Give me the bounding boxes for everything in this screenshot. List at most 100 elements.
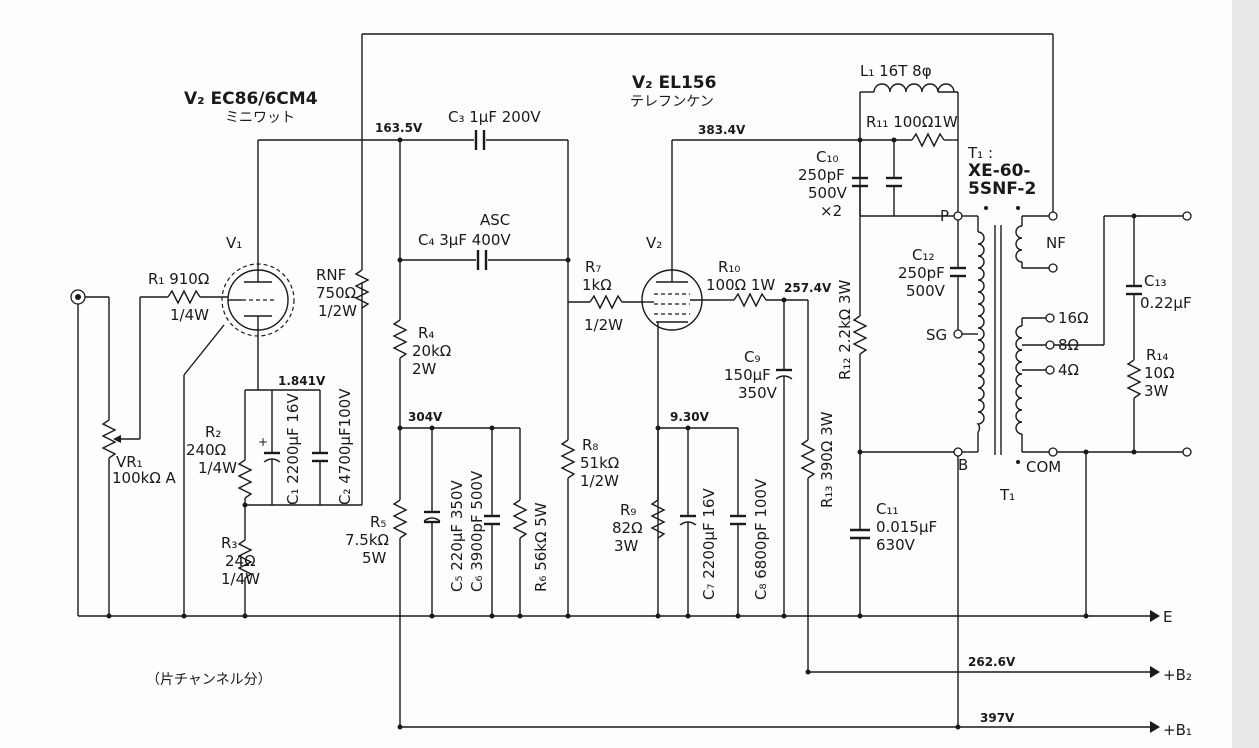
r8-resistor (560, 260, 576, 616)
rail-label-e: E (1163, 608, 1172, 626)
pin-4ohm: 4Ω (1058, 361, 1079, 379)
r14-watt: 3W (1144, 382, 1169, 400)
l1-r11-network (859, 83, 959, 216)
c5-label: C₅ 220μF 350V (448, 480, 466, 592)
t1-model-1: XE-60- (968, 161, 1031, 181)
rnf-label: RNF (316, 266, 346, 284)
vr1-value: 100kΩ A (112, 469, 177, 487)
pin-sg: SG (926, 326, 947, 344)
b-node-network (397, 425, 528, 616)
r11-label: R₁₁ 100Ω1W (866, 113, 958, 131)
asc-label: ASC (480, 211, 510, 229)
c4-capacitor (397, 250, 571, 270)
r4-value: 20kΩ (412, 342, 451, 360)
c10-label: C₁₀ (816, 148, 839, 166)
c12-volt: 500V (906, 282, 946, 300)
vr1-potentiometer (101, 297, 141, 616)
r2-watt: 1/4W (198, 459, 237, 477)
c11-value: 0.015μF (876, 518, 937, 536)
r3-watt: 1/4W (221, 570, 260, 588)
c6-label: C₆ 3900pF 500V (468, 470, 486, 592)
voltage-v2-plate: 383.4V (698, 123, 746, 137)
r14-value: 10Ω (1144, 364, 1175, 382)
b2-rail (808, 666, 1160, 678)
r12-label: R₁₂ 2.2kΩ 3W (836, 279, 854, 380)
l1-label: L₁ 16T 8φ (860, 62, 932, 80)
rnf-watt: 1/2W (318, 302, 357, 320)
r13-label: R₁₃ 390Ω 3W (818, 411, 836, 508)
shield-wire (183, 324, 225, 376)
r4-watt: 2W (412, 360, 437, 378)
r3-value: 24Ω (225, 552, 256, 570)
r7-label: R₇ (585, 258, 601, 276)
c13-value: 0.22μF (1140, 294, 1192, 312)
r8-value: 51kΩ (580, 454, 619, 472)
r1-resistor (140, 289, 228, 305)
c10-capacitors (852, 137, 958, 217)
voltage-b-node: 304V (408, 410, 443, 424)
r3-label: R₃ (221, 534, 237, 552)
input-jack (70, 289, 109, 616)
v2-maker: テレフンケン (630, 94, 714, 110)
v2-label: V₂ (646, 234, 662, 252)
r10-value: 100Ω 1W (706, 276, 775, 294)
r1-watt: 1/4W (170, 306, 209, 324)
r12-c11-chain (850, 140, 958, 616)
v1-maker: ミニワット (225, 110, 295, 126)
c11-label: C₁₁ (876, 500, 899, 518)
c10-count: ×2 (820, 202, 842, 220)
voltage-b2: 262.6V (968, 655, 1016, 669)
t1-bottom-label: T₁ (999, 486, 1015, 504)
r9-value: 82Ω (612, 519, 643, 537)
c9-volt: 350V (738, 384, 778, 402)
r6-label: R₆ 56kΩ 5W (532, 502, 550, 592)
page-edge (1232, 0, 1259, 748)
b1-rail (399, 721, 1160, 733)
c10-value: 250pF (798, 166, 845, 184)
t1-model-2: 5SNF-2 (968, 179, 1036, 199)
voltage-v1-plate: 163.5V (375, 121, 423, 135)
r10-resistor (720, 292, 808, 308)
r10-label: R₁₀ (718, 258, 740, 276)
c9-value: 150μF (724, 366, 771, 384)
c1-label: C₁ 2200μF 16V (284, 393, 302, 505)
c3-label: C₃ 1μF 200V (448, 108, 541, 126)
pin-com: COM (1026, 458, 1061, 476)
c13-label: C₁₃ (1144, 272, 1167, 290)
c2-label: C₂ 4700μF100V (336, 388, 354, 505)
c12-value: 250pF (898, 264, 945, 282)
c8-label: C₈ 6800pF 100V (752, 478, 770, 600)
c4-label: C₄ 3μF 400V (418, 231, 511, 249)
c10-volt: 500V (808, 184, 848, 202)
c9-label: C₉ (744, 348, 761, 366)
pin-nf: NF (1046, 234, 1066, 252)
r9-watt: 3W (614, 537, 639, 555)
r5-value: 7.5kΩ (345, 531, 389, 549)
pin-b: B (958, 456, 968, 474)
c9-capacitor (775, 300, 793, 616)
t1-label: T₁ : (967, 144, 993, 162)
ground-drops (106, 613, 1089, 730)
rnf-value: 750Ω (316, 284, 356, 302)
c7-label: C₇ 2200μF 16V (700, 488, 718, 600)
voltage-v2-g2: 257.4V (784, 281, 832, 295)
r7-watt: 1/2W (584, 316, 623, 334)
v1-label: V₁ (226, 234, 242, 252)
pin-16ohm: 16Ω (1058, 309, 1089, 327)
r7-resistor (568, 294, 644, 310)
vr1-label: VR₁ (116, 453, 143, 471)
r13-resistor (800, 300, 816, 672)
r14-label: R₁₄ (1146, 346, 1168, 364)
single-channel-note: （片チャンネル分） (146, 672, 272, 688)
voltage-b1: 397V (980, 711, 1015, 725)
r7-value: 1kΩ (582, 276, 612, 294)
r2-label: R₂ (205, 423, 221, 441)
v1-cathode-network: + (237, 282, 363, 616)
v2-cathode-network (650, 425, 746, 616)
voltage-v1-cathode: 1.841V (278, 374, 326, 388)
ground-rail (78, 610, 1160, 622)
output-network (1054, 211, 1192, 616)
pin-p: P (940, 207, 949, 225)
v1-title: V₂ EC86/6CM4 (184, 89, 318, 109)
